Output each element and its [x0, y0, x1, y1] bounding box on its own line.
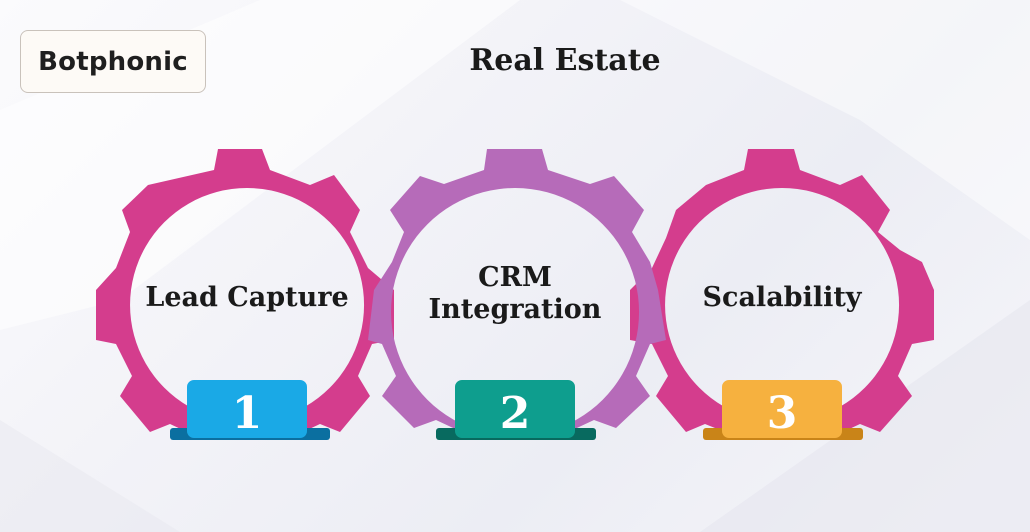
- gear-2-ring: [368, 149, 666, 436]
- step-1-label-text: Lead Capture: [145, 282, 349, 313]
- badge-2-number: 2: [500, 388, 531, 439]
- badge-1-box: [187, 380, 307, 438]
- step-2-label: CRM Integration: [410, 262, 620, 327]
- page-title: Real Estate: [469, 43, 661, 78]
- badge-2: 2: [436, 380, 596, 440]
- badge-3-box: [722, 380, 842, 438]
- step-2-label-line2: Integration: [428, 294, 602, 326]
- badge-1-number: 1: [232, 388, 263, 439]
- badge-1: 1: [170, 380, 330, 440]
- step-3-label: Scalability: [682, 282, 882, 314]
- badge-2-box: [455, 380, 575, 438]
- gear-2: [368, 149, 666, 436]
- badge-3: 3: [703, 380, 863, 440]
- botphonic-logo: Botphonic: [20, 30, 206, 93]
- step-3-label-text: Scalability: [702, 282, 862, 313]
- step-2-label-line1: CRM: [478, 262, 552, 293]
- step-1-label: Lead Capture: [137, 282, 357, 314]
- logo-text: Botphonic: [38, 46, 188, 77]
- badge-3-number: 3: [767, 388, 798, 439]
